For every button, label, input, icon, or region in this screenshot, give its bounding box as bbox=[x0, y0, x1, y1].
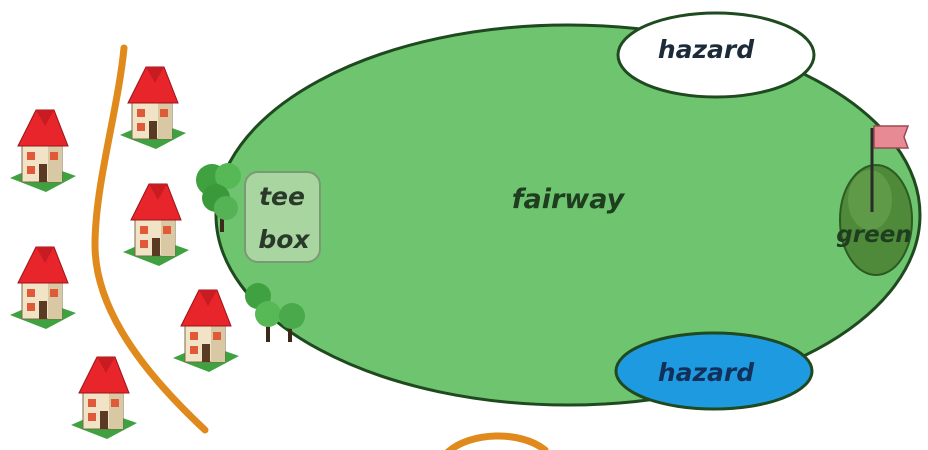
trees-upper bbox=[196, 163, 241, 232]
flag-icon bbox=[873, 125, 910, 149]
hazard-bottom bbox=[614, 331, 814, 411]
house-icon bbox=[120, 66, 186, 149]
houses-group bbox=[10, 66, 239, 439]
house-icon bbox=[10, 246, 76, 329]
house-icon bbox=[10, 109, 76, 192]
hazard-bottom-label: hazard bbox=[658, 358, 755, 387]
house-icon bbox=[173, 289, 239, 372]
house-icon bbox=[123, 183, 189, 266]
green-label: green bbox=[836, 222, 911, 248]
tee-box bbox=[244, 171, 321, 263]
path-road-bottom bbox=[445, 432, 549, 450]
path-road bbox=[91, 44, 209, 434]
trees-lower bbox=[245, 283, 305, 342]
house-icon bbox=[71, 356, 137, 439]
hazard-top-label: hazard bbox=[658, 35, 755, 64]
green-shading bbox=[848, 170, 892, 230]
tee-box-label-line2: box bbox=[258, 225, 310, 254]
fairway-label: fairway bbox=[512, 184, 626, 215]
hazard-top bbox=[616, 11, 816, 99]
fairway-area bbox=[214, 23, 922, 407]
tee-box-label-line1: tee bbox=[259, 182, 305, 211]
